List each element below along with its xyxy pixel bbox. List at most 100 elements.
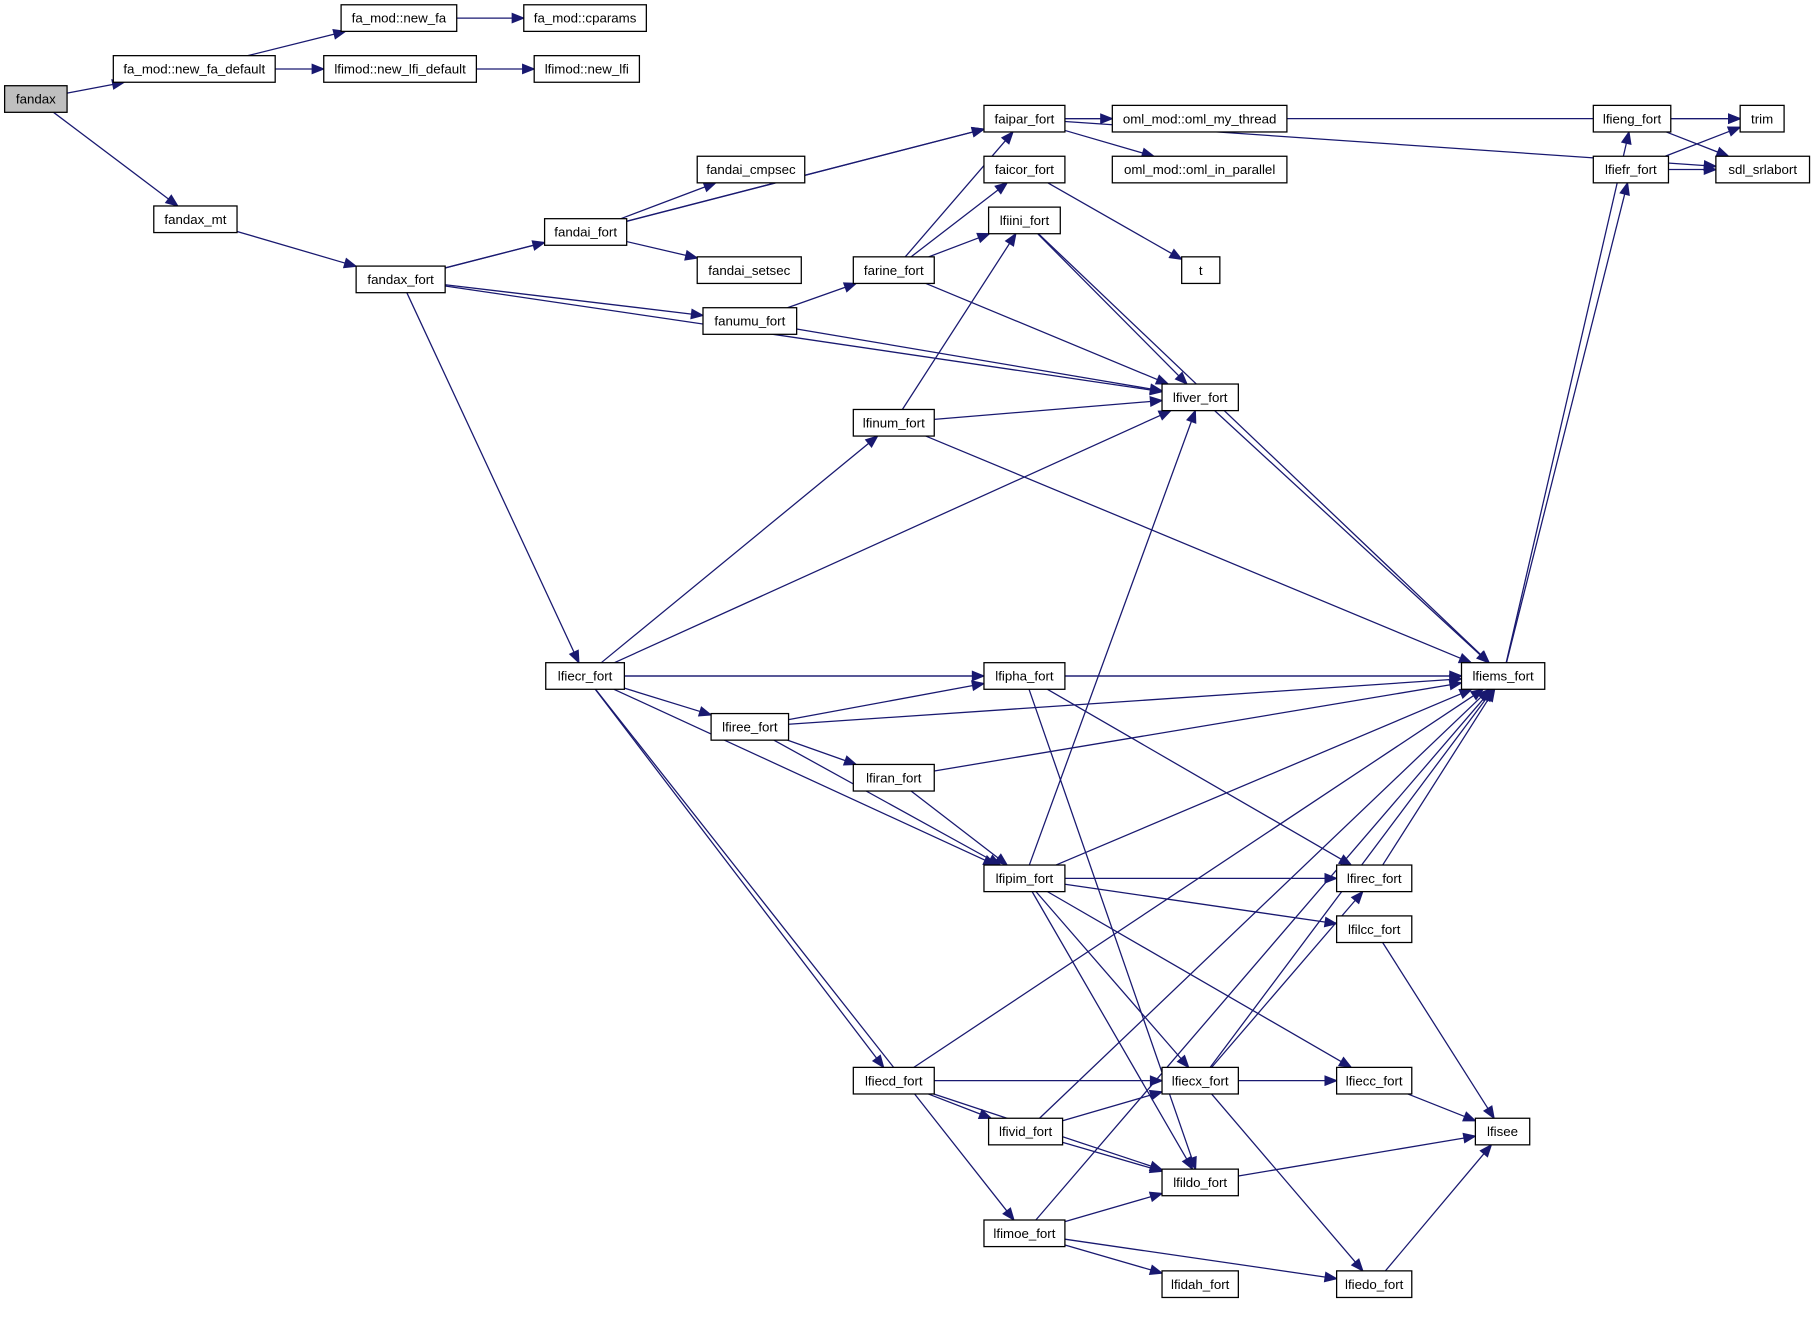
node-fandax[interactable]: fandax <box>3 85 68 113</box>
node-label: fa_mod::new_fa <box>352 11 447 26</box>
arrowhead-icon <box>342 257 358 269</box>
edge-line <box>1238 1137 1466 1177</box>
node-fandai_setsec[interactable]: fandai_setsec <box>696 256 802 285</box>
node-new_lfi_default[interactable]: lfimod::new_lfi_default <box>323 55 478 83</box>
node-lfiini_fort[interactable]: lfiini_fort <box>987 206 1061 235</box>
edge-farine_fort-to-lfiver_fort <box>925 282 1170 385</box>
node-box <box>1335 915 1413 944</box>
edge-line <box>620 185 707 220</box>
node-cparams[interactable]: fa_mod::cparams <box>523 4 647 33</box>
node-lfipha_fort[interactable]: lfipha_fort <box>983 662 1066 690</box>
node-lfiver_fort[interactable]: lfiver_fort <box>1161 383 1239 412</box>
edge-fandax_fort-to-fanumu_fort <box>445 284 705 320</box>
node-box <box>1181 256 1221 285</box>
arrowhead-icon <box>522 63 536 75</box>
arrowhead-icon <box>1482 1105 1495 1120</box>
node-label: lfiecc_fort <box>1346 1073 1403 1088</box>
edge-lfiecr_fort-to-lfimoe_fort <box>595 688 1015 1222</box>
edge-lfimoe_fort-to-lfildo_fort <box>1064 1191 1164 1223</box>
edge-lfiecx_fort-to-lfiecc_fort <box>1238 1075 1339 1087</box>
node-lfisee[interactable]: lfisee <box>1474 1117 1531 1146</box>
arrowhead-icon <box>702 182 718 193</box>
node-lfiree_fort[interactable]: lfiree_fort <box>710 712 790 741</box>
edge-lfipim_fort-to-lfilcc_fort <box>1064 883 1339 928</box>
arrowhead-icon <box>1148 1162 1164 1174</box>
arrowhead-icon <box>994 853 1009 866</box>
node-lfiems_fort[interactable]: lfiems_fort <box>1460 662 1546 690</box>
edge-lfiecr_fort-to-lfiver_fort <box>614 409 1173 664</box>
node-farine_fort[interactable]: farine_fort <box>852 256 935 285</box>
node-faicor_fort[interactable]: faicor_fort <box>983 155 1066 184</box>
node-new_lfi[interactable]: lfimod::new_lfi <box>533 55 641 83</box>
node-lfiecd_fort[interactable]: lfiecd_fort <box>852 1066 935 1095</box>
node-lfiedo_fort[interactable]: lfiedo_fort <box>1335 1270 1413 1299</box>
node-fandax_mt[interactable]: fandax_mt <box>153 205 238 234</box>
node-lfivid_fort[interactable]: lfivid_fort <box>987 1117 1064 1146</box>
node-label: fa_mod::new_fa_default <box>123 62 265 77</box>
node-box <box>983 104 1066 133</box>
node-label: lfirec_fort <box>1347 871 1402 886</box>
edge-line <box>1214 410 1482 657</box>
node-label: lfildo_fort <box>1173 1175 1227 1190</box>
node-lfieng_fort[interactable]: lfieng_fort <box>1592 104 1672 133</box>
node-label: lfiver_fort <box>1173 390 1228 405</box>
node-lfiefr_fort[interactable]: lfiefr_fort <box>1592 155 1670 184</box>
node-new_fa_default[interactable]: fa_mod::new_fa_default <box>112 55 276 83</box>
node-fanumu_fort[interactable]: fanumu_fort <box>702 307 798 335</box>
node-oml_in_parallel[interactable]: oml_mod::oml_in_parallel <box>1111 155 1288 184</box>
edge-faicor_fort-to-t <box>1047 182 1184 261</box>
node-label: lfinum_fort <box>863 415 925 430</box>
node-lfirec_fort[interactable]: lfirec_fort <box>1335 864 1413 893</box>
node-lfinum_fort[interactable]: lfinum_fort <box>852 408 935 437</box>
edge-new_fa_default-to-new_lfi_default <box>275 63 326 75</box>
node-lfiran_fort[interactable]: lfiran_fort <box>852 763 935 792</box>
node-box <box>1111 104 1288 133</box>
node-lfimoe_fort[interactable]: lfimoe_fort <box>983 1219 1066 1248</box>
node-label: t <box>1199 263 1203 278</box>
arrowhead-icon <box>1715 146 1731 157</box>
edge-line <box>787 286 847 309</box>
node-lfilcc_fort[interactable]: lfilcc_fort <box>1335 915 1413 944</box>
node-box <box>112 55 276 83</box>
arrowhead-icon <box>1176 1054 1190 1069</box>
node-fandai_fort[interactable]: fandai_fort <box>543 218 628 246</box>
node-lfiecr_fort[interactable]: lfiecr_fort <box>545 662 626 690</box>
edge-lfilcc_fort-to-lfisee <box>1382 942 1495 1120</box>
edge-line <box>796 328 1152 390</box>
edge-line <box>1031 891 1188 1161</box>
node-box <box>1161 1270 1239 1299</box>
edge-lfiree_fort-to-lfipha_fort <box>788 680 986 721</box>
node-new_fa[interactable]: fa_mod::new_fa <box>340 4 458 33</box>
node-label: fandai_setsec <box>708 263 790 278</box>
node-lfildo_fort[interactable]: lfildo_fort <box>1161 1168 1239 1197</box>
node-faipar_fort[interactable]: faipar_fort <box>983 104 1066 133</box>
arrowhead-icon <box>1462 1111 1477 1122</box>
node-lfipim_fort[interactable]: lfipim_fort <box>983 864 1066 893</box>
node-box <box>1335 864 1413 893</box>
edge-new_lfi_default-to-new_lfi <box>476 63 536 75</box>
edge-line <box>445 285 1152 391</box>
node-label: lfilcc_fort <box>1348 922 1401 937</box>
edge-line <box>925 435 1462 660</box>
edge-lfivid_fort-to-lfiems_fort <box>1039 688 1491 1119</box>
node-label: oml_mod::oml_my_thread <box>1123 111 1277 126</box>
arrowhead-icon <box>531 240 547 251</box>
edge-lfiecx_fort-to-lfirec_fort <box>1211 890 1364 1068</box>
node-lfidah_fort[interactable]: lfidah_fort <box>1161 1270 1239 1299</box>
node-fandai_cmpsec[interactable]: fandai_cmpsec <box>696 155 806 184</box>
node-box <box>1111 155 1288 184</box>
node-oml_my_thread[interactable]: oml_mod::oml_my_thread <box>1111 104 1288 133</box>
edge-line <box>600 442 870 664</box>
edge-lfivid_fort-to-lfildo_fort <box>1062 1141 1164 1174</box>
edge-lfipha_fort-to-lfirec_fort <box>1047 688 1353 866</box>
node-trim[interactable]: trim <box>1739 104 1785 133</box>
node-lfiecc_fort[interactable]: lfiecc_fort <box>1335 1066 1413 1095</box>
node-lfiecx_fort[interactable]: lfiecx_fort <box>1161 1066 1239 1095</box>
node-sdl_srlabort[interactable]: sdl_srlabort <box>1715 155 1811 184</box>
edge-lfipim_fort-to-lfiver_fort <box>1028 409 1197 866</box>
edge-line <box>445 284 693 315</box>
edge-line <box>773 739 992 861</box>
node-t[interactable]: t <box>1181 256 1221 285</box>
edge-fandai_fort-to-fandai_cmpsec <box>620 182 718 220</box>
node-fandax_fort[interactable]: fandax_fort <box>355 265 446 294</box>
